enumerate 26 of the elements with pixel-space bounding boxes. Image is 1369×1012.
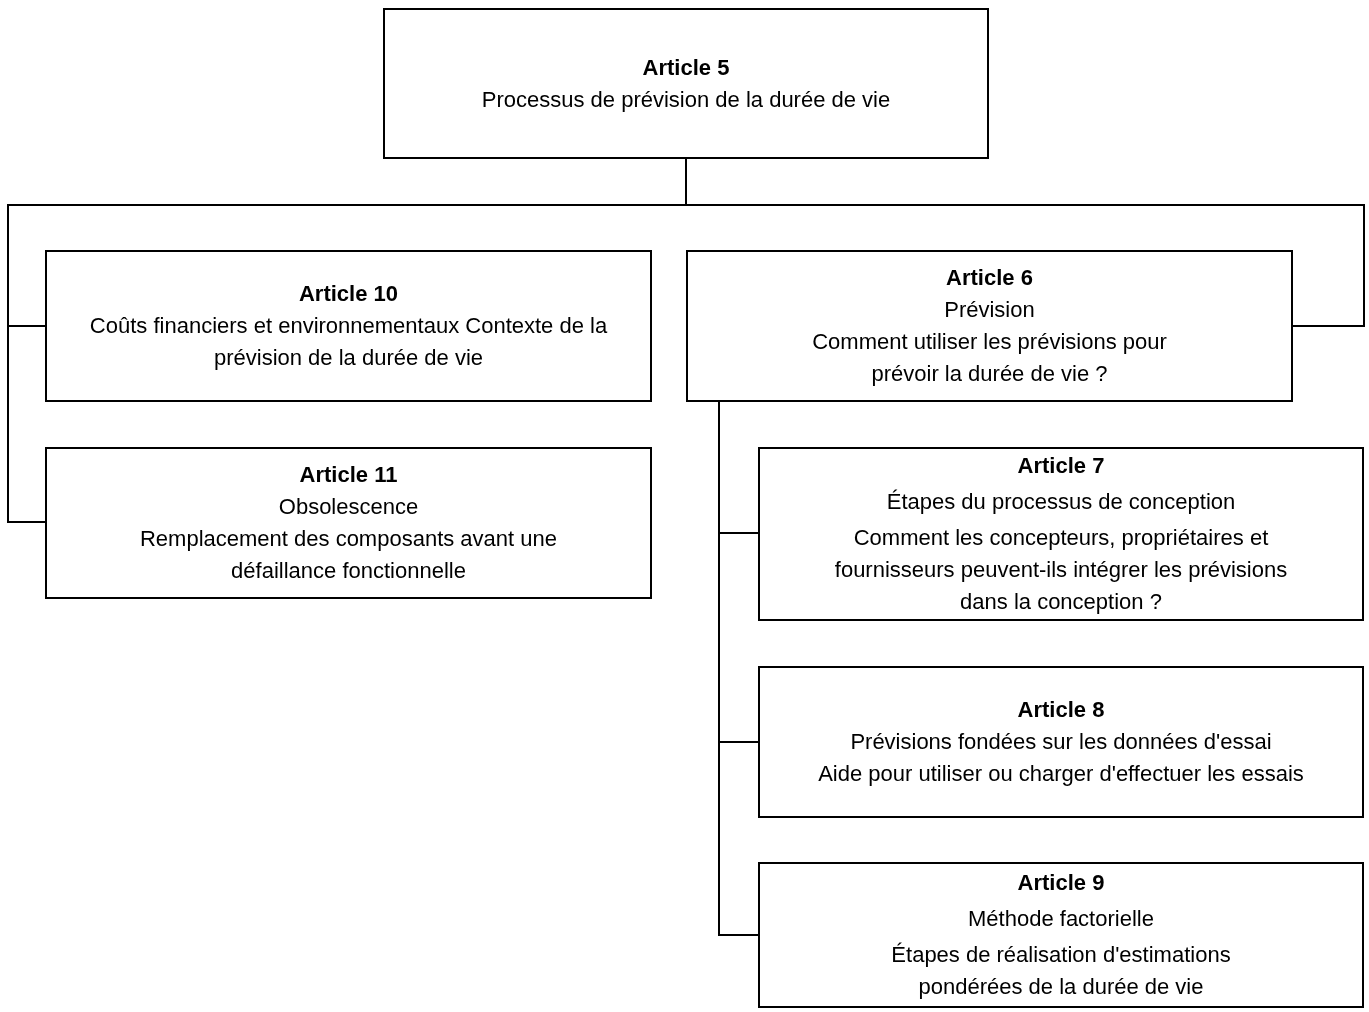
article-box bbox=[45, 250, 652, 402]
article-description: Comment utiliser les prévisions pour prévoir la durée de vie ? bbox=[811, 328, 1168, 388]
article-box bbox=[758, 447, 1364, 621]
article-box bbox=[758, 862, 1364, 1008]
article-heading: Article 7 bbox=[1017, 452, 1105, 480]
article-heading: Article 9 bbox=[1017, 869, 1105, 897]
article-heading: Article 5 bbox=[642, 53, 730, 82]
article-box bbox=[758, 666, 1364, 818]
article-heading: Article 11 bbox=[299, 461, 398, 489]
article-box bbox=[383, 8, 989, 159]
article-description: Étapes de réalisation d'estimations pondérées de la durée de vie bbox=[890, 941, 1232, 1001]
article-description: Processus de prévision de la durée de vie bbox=[481, 85, 891, 114]
article-heading: Article 10 bbox=[298, 280, 399, 308]
article-description: Comment les concepteurs, propriétaires et fournisseurs peuvent-ils intégrer les prévisions dans la conception ? bbox=[833, 524, 1289, 616]
article-description: Coûts financiers et environnementaux Contexte de la prévision de la durée de vie bbox=[88, 312, 609, 372]
article-description: Obsolescence bbox=[278, 493, 419, 521]
article-description: Méthode factorielle bbox=[968, 905, 1154, 933]
article-description: Étapes du processus de conception bbox=[886, 488, 1236, 516]
article-description: Remplacement des composants avant une défaillance fonctionnelle bbox=[139, 525, 558, 585]
article-description: Prévisions fondées sur les données d'essai bbox=[850, 728, 1272, 756]
article-heading: Article 8 bbox=[1017, 696, 1105, 724]
article-description: Aide pour utiliser ou charger d'effectuer les essais bbox=[818, 760, 1304, 788]
article-box bbox=[686, 250, 1293, 402]
article-heading: Article 6 bbox=[946, 264, 1033, 292]
article-box bbox=[45, 447, 652, 599]
article-description: Prévision bbox=[944, 296, 1035, 324]
